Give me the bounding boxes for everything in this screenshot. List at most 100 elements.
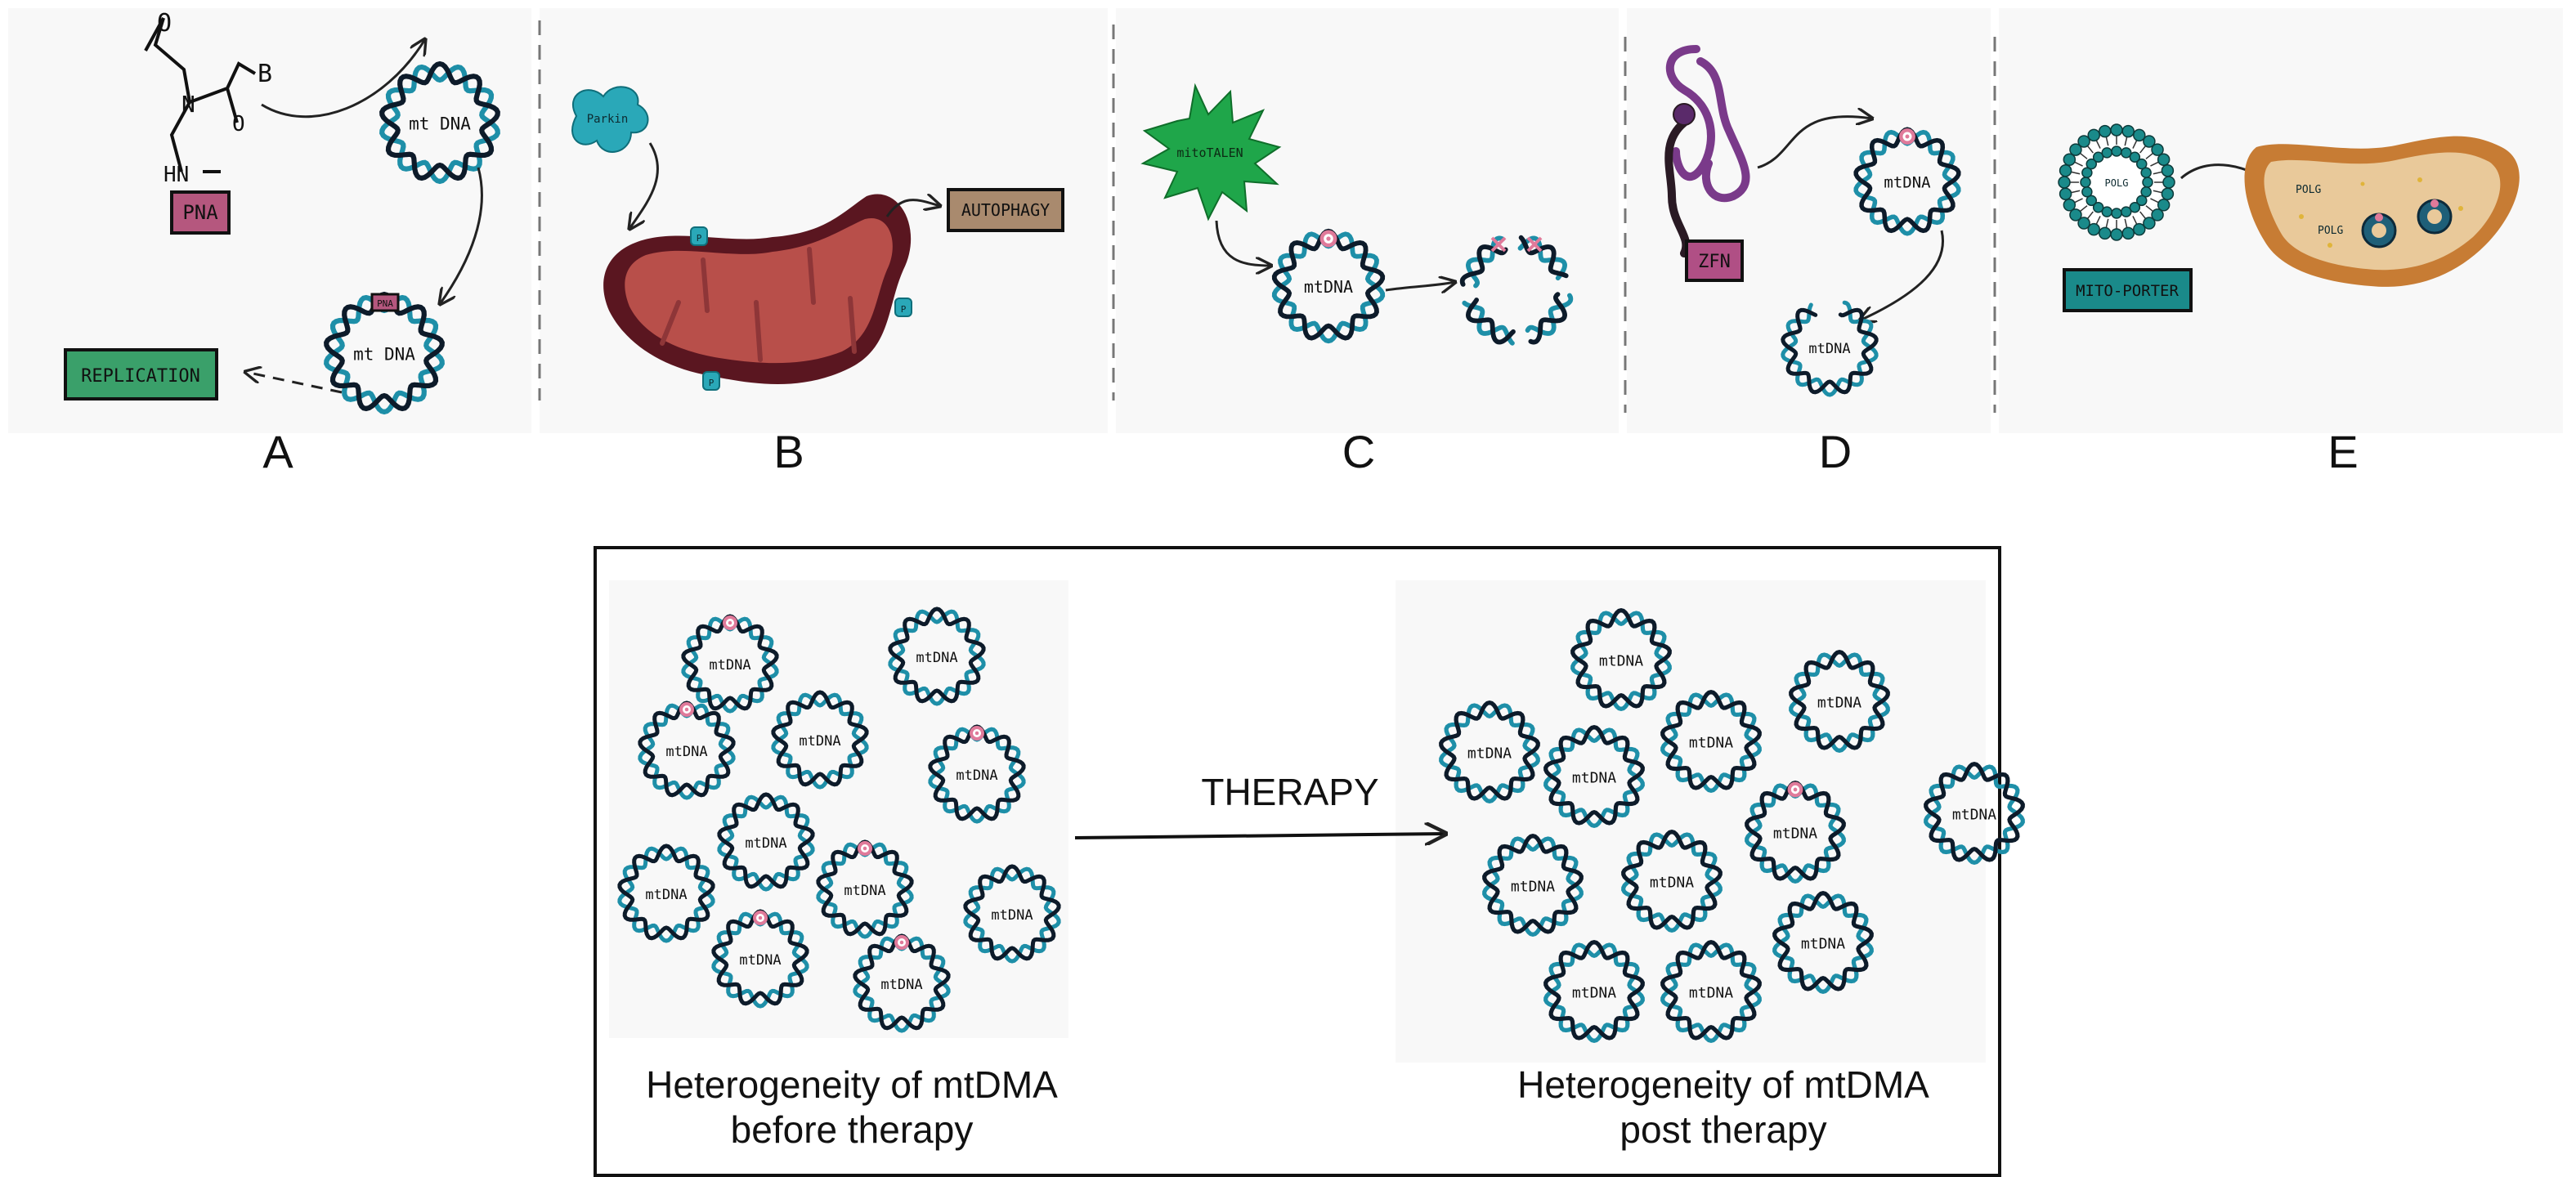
pna-label: PNA (182, 201, 218, 224)
plasmid-label: mtDNA (799, 733, 840, 750)
mtdna-plasmid-a-bottom: mt DNA (324, 291, 445, 415)
pna-bound-tag (370, 293, 400, 312)
chem-o-bottom: O (232, 112, 245, 136)
zfn-label: ZFN (1698, 252, 1731, 272)
plasmid-label: mtDNA (745, 835, 786, 852)
panel-letter-b: B (773, 426, 804, 477)
mtdna-plasmid-after: mtDNA (1772, 891, 1874, 994)
dna-strand (963, 864, 1061, 961)
therapy-label: THERAPY (1201, 771, 1378, 813)
zfn-label-box (1685, 239, 1744, 282)
mtdna-plasmid-before: mtDNA (681, 614, 779, 714)
dna-strand (1528, 292, 1568, 345)
lipid-bead (2092, 201, 2104, 213)
mtdna-plasmid-after: mtDNA (1543, 940, 1645, 1043)
plasmid-label: mtDNA (1650, 874, 1694, 891)
parkin-shape (571, 86, 649, 153)
lipid-bead (2135, 195, 2148, 207)
before-caption-line-1: Heterogeneity of mtDMA (646, 1063, 1058, 1106)
lipid-bead (2162, 176, 2175, 189)
mtdna-plasmid-after: mtDNA (1439, 700, 1540, 803)
arrow-parkin-to-mito (629, 142, 659, 229)
lipid-bead (2157, 199, 2171, 212)
mtdna-plasmid-after: mtDNA (1570, 608, 1672, 711)
mito-e-vesicles (2361, 199, 2453, 248)
lipid-bead (2099, 226, 2112, 240)
plasmid-label: mt DNA (409, 114, 471, 134)
lipid-bead (2151, 208, 2164, 222)
lipid-bead (2129, 201, 2141, 213)
dna-strand (1745, 781, 1846, 881)
arrow-mtdna-to-cut (1860, 230, 1944, 320)
arrow-mtdna-to-fragments (1385, 282, 1455, 290)
lipid-bead (2092, 151, 2104, 163)
lipid-bead (2140, 186, 2152, 198)
dna-strand (1660, 940, 1762, 1041)
chem-n: N (181, 91, 195, 118)
mtdna-plasmid-after: mtDNA (1745, 781, 1846, 884)
dna-strand (1517, 235, 1568, 281)
lipid-bead (2129, 151, 2141, 163)
panel-c: mitoTALEN mtDNA (1140, 83, 1574, 346)
arrow-zfn-to-mtdna (1757, 117, 1872, 169)
lipid-bead (2140, 167, 2152, 179)
parkin-markers: P P P (690, 226, 912, 391)
lipid-bead (2120, 147, 2132, 159)
lipid-bead (2110, 123, 2123, 136)
after-caption-line-1: Heterogeneity of mtDMA (1517, 1063, 1929, 1106)
dna-strand (888, 606, 986, 704)
dna-strand (1271, 228, 1386, 341)
mutation-dot (758, 915, 763, 920)
arrow-mito-to-autophagy (885, 200, 940, 217)
mtdna-plasmid-after: mtDNA (1482, 834, 1584, 937)
parkin-marker-label: P (697, 233, 702, 244)
dna-strand (1482, 834, 1584, 934)
plasmid-label: mtDNA (1689, 734, 1733, 751)
chem-b: B (258, 60, 272, 88)
dna-strand (324, 291, 445, 412)
lipid-bead (2081, 186, 2093, 198)
dna-strand (617, 844, 715, 941)
mtdna-plasmid-a-top: mt DNA (379, 60, 500, 185)
mito-e-speckles (2299, 177, 2463, 248)
mutation-dot (1905, 134, 1910, 139)
dna-strand (1772, 891, 1874, 991)
lipid-bead (2063, 153, 2076, 166)
panel-b: Parkin P P P AUTOPHAGY (571, 86, 1064, 391)
mitotalen-label: mitoTALEN (1176, 145, 1243, 160)
mtdna-plasmid-d-top: mtDNA (1853, 127, 1961, 236)
mtdna-plasmid-before: mtDNA (617, 844, 715, 943)
plasmid-label: mtDNA (916, 650, 957, 666)
chem-hn: HN (164, 163, 189, 187)
arrow-talen-to-mtdna (1215, 220, 1271, 266)
lipid-bead (2142, 177, 2153, 188)
speckle (2458, 206, 2463, 211)
plasmid-label: mtDNA (1689, 984, 1733, 1001)
plasmid-label: mtDNA (1304, 277, 1353, 297)
speckle (2417, 177, 2422, 182)
lipid-bead (2121, 124, 2135, 138)
pna-structure (144, 17, 257, 173)
lipid-bead (2101, 206, 2113, 217)
after-area (1396, 580, 1986, 1063)
mutation-dot (1326, 236, 1331, 241)
mtdna-plasmid-before: mtDNA (816, 839, 914, 939)
dna-strand (1543, 940, 1645, 1041)
dna-strand (1789, 650, 1890, 750)
lipid-bead (2085, 158, 2098, 170)
cut-mark (1490, 236, 1507, 253)
mtdna-plasmid-after: mtDNA (1660, 690, 1762, 793)
after-caption-line-2: post therapy (1620, 1108, 1826, 1151)
autophagy-box (947, 188, 1064, 232)
panel-separators (538, 20, 1996, 413)
lipid-bead (2080, 177, 2091, 188)
dna-strand (681, 614, 779, 711)
lipid-bead (2101, 147, 2113, 159)
mutation-dot (684, 707, 689, 712)
replication-box (64, 348, 218, 401)
panel-letter-a: A (262, 426, 293, 477)
replication-label: REPLICATION (81, 366, 200, 387)
plasmid-label: mtDNA (1511, 878, 1555, 895)
